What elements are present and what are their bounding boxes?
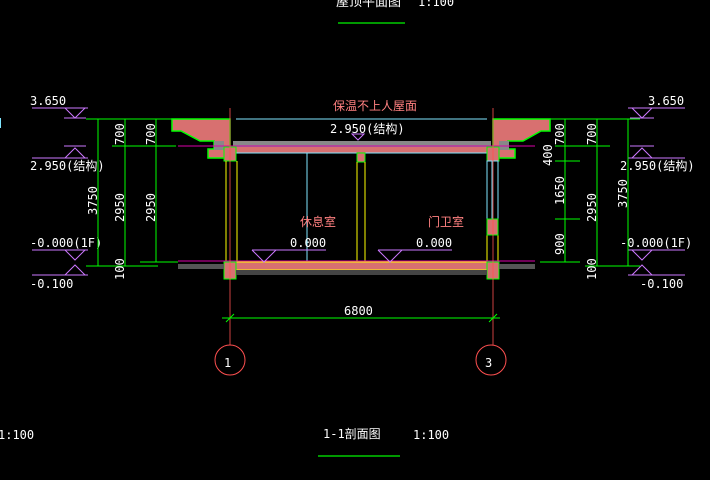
section-title-scale: 1:100: [413, 428, 449, 442]
right-dim-window: 1650: [553, 176, 567, 205]
roof-insulation: [233, 141, 491, 147]
section-title: 1-1剖面图: [323, 427, 381, 441]
left-dim-parapet-1: 700: [113, 123, 127, 145]
left-dimension-lines: [86, 118, 178, 267]
right-level-top: 3.650: [648, 94, 684, 108]
right-dim-parapet-2: 700: [585, 123, 599, 145]
span-dimension-line: [222, 313, 500, 323]
roof-level-mark: [350, 133, 366, 141]
left-level-roof: 2.950(结构): [30, 158, 105, 173]
ground-hatch-left: [178, 264, 224, 269]
room-name-1: 休息室: [300, 214, 336, 229]
right-dim-total: 3750: [616, 179, 630, 208]
room-level-1: 0.000: [290, 236, 326, 250]
right-level-floor: -0.000(1F): [620, 236, 692, 250]
right-dim-parapet-1: 700: [553, 123, 567, 145]
left-dim-parapet-2: 700: [144, 123, 158, 145]
right-level-ground: -0.100: [640, 277, 683, 291]
wall-lines: [225, 161, 499, 262]
left-level-floor: -0.000(1F): [30, 236, 102, 250]
room-level-mark-2: [377, 249, 452, 263]
ground-hatch-right: [499, 264, 535, 269]
right-level-marks: [628, 107, 685, 276]
top-title: 屋顶平面图: [336, 0, 401, 10]
floor-slab: [223, 261, 500, 271]
left-level-marks: [32, 107, 88, 276]
left-dim-total: 3750: [86, 186, 100, 215]
ground-hatch-under: [236, 270, 487, 275]
mid-beam: [356, 152, 366, 163]
left-level-ground: -0.100: [30, 277, 73, 291]
room-level-2: 0.000: [416, 236, 452, 250]
right-dimension-lines: [540, 118, 640, 267]
right-dim-sill: 900: [553, 233, 567, 255]
left-dim-story-2: 2950: [144, 193, 158, 222]
left-scale: 1:100: [0, 428, 34, 442]
axis-bubble-1: [214, 344, 246, 376]
left-dim-base: 100: [113, 258, 127, 280]
axis-label-1: 1: [224, 356, 231, 370]
roof-level: 2.950(结构): [330, 121, 405, 136]
left-level-top: 3.650: [30, 94, 66, 108]
right-dim-base: 100: [585, 258, 599, 280]
right-level-roof: 2.950(结构): [620, 158, 695, 173]
roof-slab: [224, 147, 499, 153]
axis-label-3: 3: [485, 356, 492, 370]
axis-bubble-3: [475, 344, 507, 376]
window: [486, 160, 499, 236]
right-dim-beam: 400: [541, 144, 555, 166]
roof-label: 保温不上人屋面: [333, 99, 417, 113]
room-name-2: 门卫室: [428, 214, 464, 229]
left-parapet: [171, 118, 231, 159]
top-title-scale: 1:100: [418, 0, 454, 9]
right-dim-story: 2950: [585, 193, 599, 222]
left-dim-story-1: 2950: [113, 193, 127, 222]
span-dim: 6800: [344, 304, 373, 318]
room-level-mark-1: [251, 249, 326, 263]
